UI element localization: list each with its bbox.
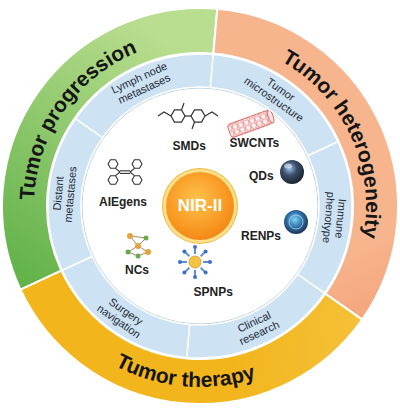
segment-fill	[187, 274, 325, 358]
segment-fill	[62, 256, 189, 357]
spnp-icon	[178, 245, 212, 279]
smd-icon	[158, 103, 218, 129]
qd-icon	[280, 160, 304, 184]
sector-title: Tumor therapy	[113, 349, 258, 391]
material-label: SPNPs	[194, 285, 235, 299]
segment-label: Lymph node metastases	[101, 56, 184, 112]
sector-title: Tumor progression	[15, 35, 139, 201]
sector-fill	[21, 271, 363, 404]
segment-label: Surgery navigation	[82, 284, 161, 350]
segment-label: Immune phenotype	[319, 177, 350, 259]
material-label: NCs	[125, 263, 151, 277]
material-label: SWCNTs	[230, 136, 281, 150]
aiegen-icon	[108, 160, 142, 185]
sector-title: Tumor heterogeneity	[279, 45, 385, 241]
center-disc	[82, 88, 318, 324]
segment-label: Tumor microstructure	[237, 63, 316, 129]
segment-label: Clinical research	[215, 301, 298, 357]
material-label: AIEgens	[99, 195, 149, 209]
core-label: NIR-II	[178, 196, 222, 216]
swcnt-icon	[227, 109, 275, 138]
segment-fill	[75, 54, 213, 138]
segment-fill	[48, 119, 103, 270]
segment-fill	[210, 55, 337, 156]
material-label: RENPs	[241, 229, 283, 243]
renp-icon	[284, 210, 308, 234]
material-label: SMDs	[173, 139, 208, 153]
segment-label: Distant metastases	[50, 153, 81, 235]
sector-fill	[213, 9, 398, 320]
material-label: QDs	[249, 169, 275, 183]
nc-icon	[126, 233, 152, 259]
sector-fill	[2, 8, 217, 290]
segment-fill	[297, 142, 352, 293]
core-circle: NIR-II	[166, 172, 234, 240]
